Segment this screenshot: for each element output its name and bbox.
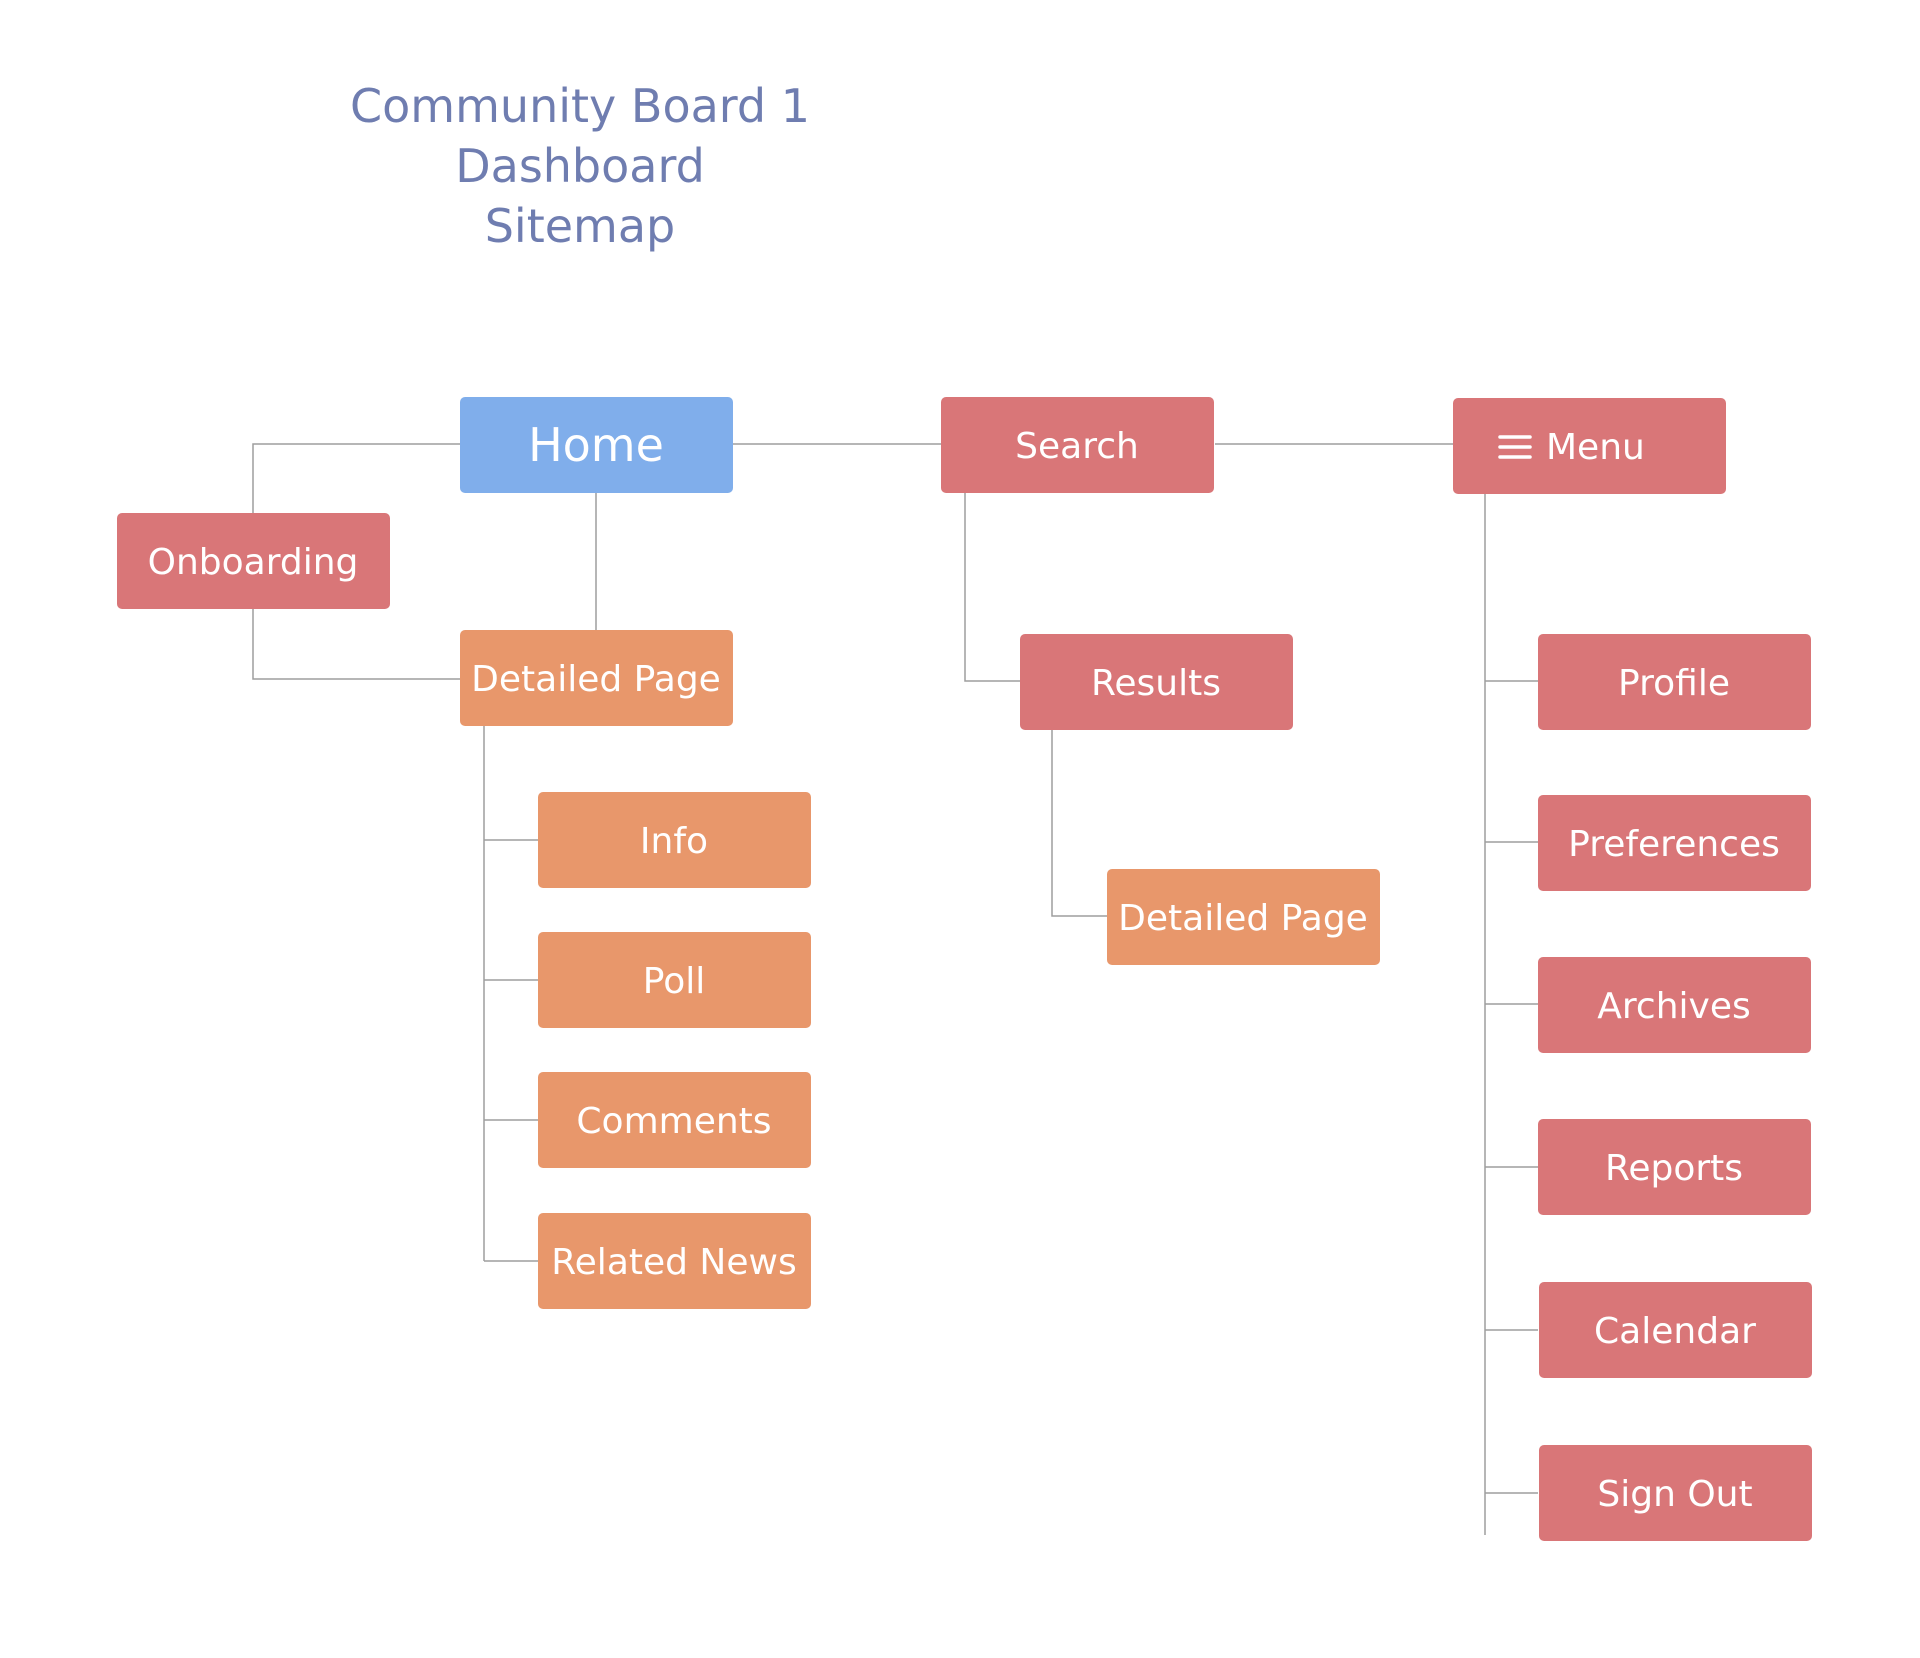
node-home-detailed-page[interactable]: Detailed Page — [460, 630, 733, 726]
node-menu-label: Menu — [1546, 427, 1645, 468]
nodes: Home Onboarding Detailed Page Info Poll … — [117, 397, 1812, 1541]
node-preferences-label: Preferences — [1568, 824, 1780, 865]
connector-search-results — [964, 493, 1020, 682]
node-results-detailed-page-label: Detailed Page — [1118, 898, 1368, 939]
node-home-detailed-page-label: Detailed Page — [471, 659, 721, 700]
node-poll[interactable]: Poll — [538, 932, 811, 1028]
node-calendar-label: Calendar — [1594, 1311, 1756, 1352]
node-results-detailed-page[interactable]: Detailed Page — [1107, 869, 1380, 965]
node-home-label: Home — [528, 418, 664, 472]
node-profile[interactable]: Profile — [1538, 634, 1811, 730]
node-results[interactable]: Results — [1020, 634, 1293, 730]
node-search[interactable]: Search — [941, 397, 1214, 493]
connector-home-onboarding — [252, 443, 460, 513]
node-home[interactable]: Home — [460, 397, 733, 493]
node-archives-label: Archives — [1597, 986, 1750, 1027]
node-reports-label: Reports — [1605, 1148, 1743, 1189]
title-line-3: Sitemap — [485, 199, 676, 253]
title-line-2: Dashboard — [455, 139, 705, 193]
node-archives[interactable]: Archives — [1538, 957, 1811, 1053]
node-results-label: Results — [1091, 663, 1221, 704]
node-info[interactable]: Info — [538, 792, 811, 888]
hamburger-menu-icon — [1498, 435, 1532, 459]
connector-results-detailed-page — [1051, 730, 1107, 917]
node-comments[interactable]: Comments — [538, 1072, 811, 1168]
node-sign-out-label: Sign Out — [1597, 1474, 1752, 1515]
node-sign-out[interactable]: Sign Out — [1539, 1445, 1812, 1541]
node-onboarding[interactable]: Onboarding — [117, 513, 390, 609]
node-related-news[interactable]: Related News — [538, 1213, 811, 1309]
node-poll-label: Poll — [643, 961, 705, 1002]
diagram-title: Community Board 1 Dashboard Sitemap — [350, 79, 810, 253]
node-calendar[interactable]: Calendar — [1539, 1282, 1812, 1378]
node-info-label: Info — [640, 821, 708, 862]
node-related-news-label: Related News — [551, 1242, 796, 1283]
node-onboarding-label: Onboarding — [148, 542, 359, 583]
title-line-1: Community Board 1 — [350, 79, 810, 133]
node-search-label: Search — [1015, 426, 1139, 467]
connectors — [252, 443, 1538, 1535]
node-reports[interactable]: Reports — [1538, 1119, 1811, 1215]
node-profile-label: Profile — [1618, 663, 1730, 704]
node-menu[interactable]: Menu — [1453, 398, 1726, 494]
node-preferences[interactable]: Preferences — [1538, 795, 1811, 891]
connector-onboarding-detailed-page — [252, 609, 460, 680]
node-comments-label: Comments — [576, 1101, 771, 1142]
